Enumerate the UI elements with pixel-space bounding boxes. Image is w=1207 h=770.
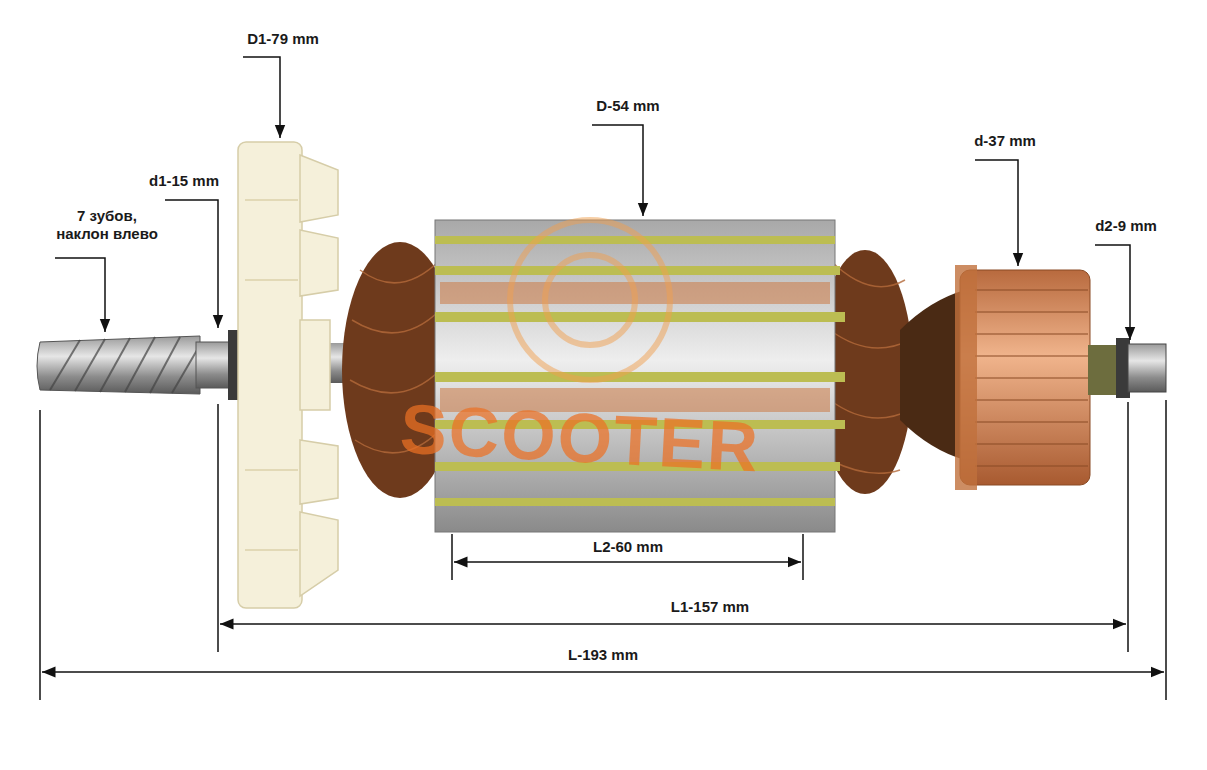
dimension-label: D1-79 mm bbox=[233, 30, 333, 48]
dimension-label: L1-157 mm bbox=[650, 598, 770, 616]
dimension-label: d-37 mm bbox=[955, 132, 1055, 150]
dimension-label: d2-9 mm bbox=[1076, 217, 1176, 235]
dimension-label: d1-15 mm bbox=[134, 172, 234, 190]
dimension-label: L-193 mm bbox=[543, 646, 663, 664]
dimension-label: D-54 mm bbox=[578, 97, 678, 115]
dimension-label: L2-60 mm bbox=[568, 538, 688, 556]
gear-note: 7 зубов, наклон влево bbox=[51, 207, 163, 243]
